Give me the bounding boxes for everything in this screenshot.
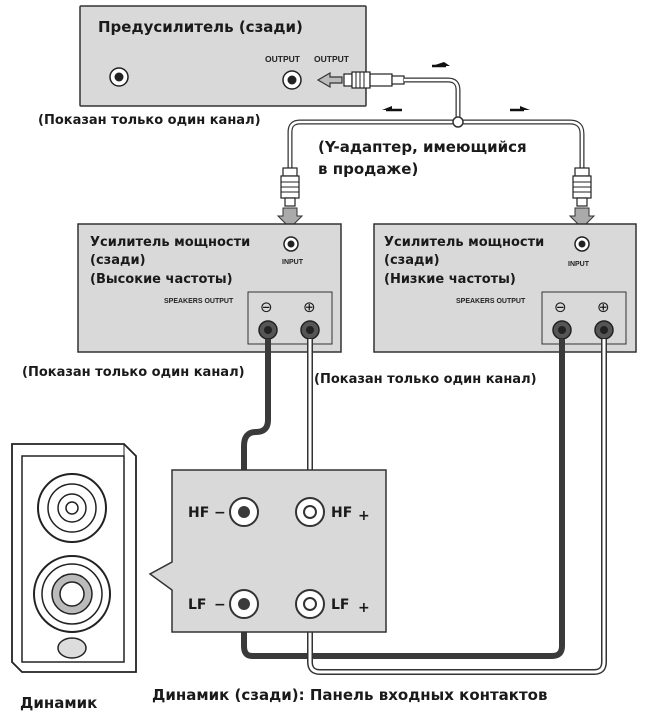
preamp-title: Предусилитель (сзади) [98, 18, 303, 36]
label-lf-minus: LF [188, 597, 206, 613]
y-adapter-cable [287, 77, 585, 168]
insert-arrow-icon [316, 71, 343, 89]
amp-high-plus-icon: ⊕ [303, 298, 316, 316]
label-lf-plus: LF [331, 597, 349, 613]
sign-hf-plus: + [358, 508, 370, 524]
rca-plug-icon [343, 71, 405, 89]
sign-hf-minus: − [214, 505, 226, 521]
amp-low-panel: Усилитель мощности (сзади) (Низкие часто… [373, 223, 637, 353]
amp-low-title-3: (Низкие частоты) [384, 272, 516, 287]
amp-low-input-label: INPUT [568, 261, 590, 268]
preamp-output-label: OUTPUT [265, 54, 301, 64]
sign-lf-plus: + [358, 600, 370, 616]
preamp-panel: Предусилитель (сзади) OUTPUT OUTPUT [79, 5, 367, 107]
y-junction [452, 116, 464, 128]
note-one-channel-left: (Показан только один канал) [22, 365, 245, 380]
speaker-terminal-panel: HF − HF + LF − LF + [148, 469, 387, 633]
amp-high-minus-icon: ⊖ [260, 298, 273, 316]
amp-low-plus-icon: ⊕ [597, 298, 610, 316]
rca-plug-left-icon [276, 167, 304, 229]
rca-plug-right-icon [568, 167, 596, 229]
amp-low-speakers-output-label: SPEAKERS OUTPUT [456, 298, 526, 305]
signal-arrows [382, 62, 530, 112]
amp-high-speakers-output-label: SPEAKERS OUTPUT [164, 298, 234, 305]
sign-lf-minus: − [214, 597, 226, 613]
y-adapter-label-line1: (Y-адаптер, имеющийся [318, 138, 527, 156]
label-hf-plus: HF [331, 505, 352, 521]
note-one-channel-right: (Показан только один канал) [314, 372, 537, 387]
amp-high-input-label: INPUT [282, 259, 304, 266]
speaker-icon [11, 443, 137, 673]
speaker-caption: Динамик [20, 694, 97, 712]
amp-high-title-3: (Высокие частоты) [90, 272, 233, 287]
amp-low-minus-icon: ⊖ [554, 298, 567, 316]
label-hf-minus: HF [188, 505, 209, 521]
amp-low-title-2: (сзади) [384, 253, 440, 268]
amp-high-panel: Усилитель мощности (сзади) (Высокие част… [77, 223, 342, 353]
terminal-panel-caption: Динамик (сзади): Панель входных контакто… [152, 686, 547, 704]
amp-high-title-2: (сзади) [90, 253, 146, 268]
amp-high-title-1: Усилитель мощности [90, 235, 250, 250]
speaker-wires [241, 339, 607, 675]
note-one-channel-top: (Показан только один канал) [38, 113, 261, 128]
amp-low-title-1: Усилитель мощности [384, 235, 544, 250]
y-adapter-label-line2: в продаже) [318, 160, 418, 178]
preamp-output-label-2: OUTPUT [314, 54, 350, 64]
